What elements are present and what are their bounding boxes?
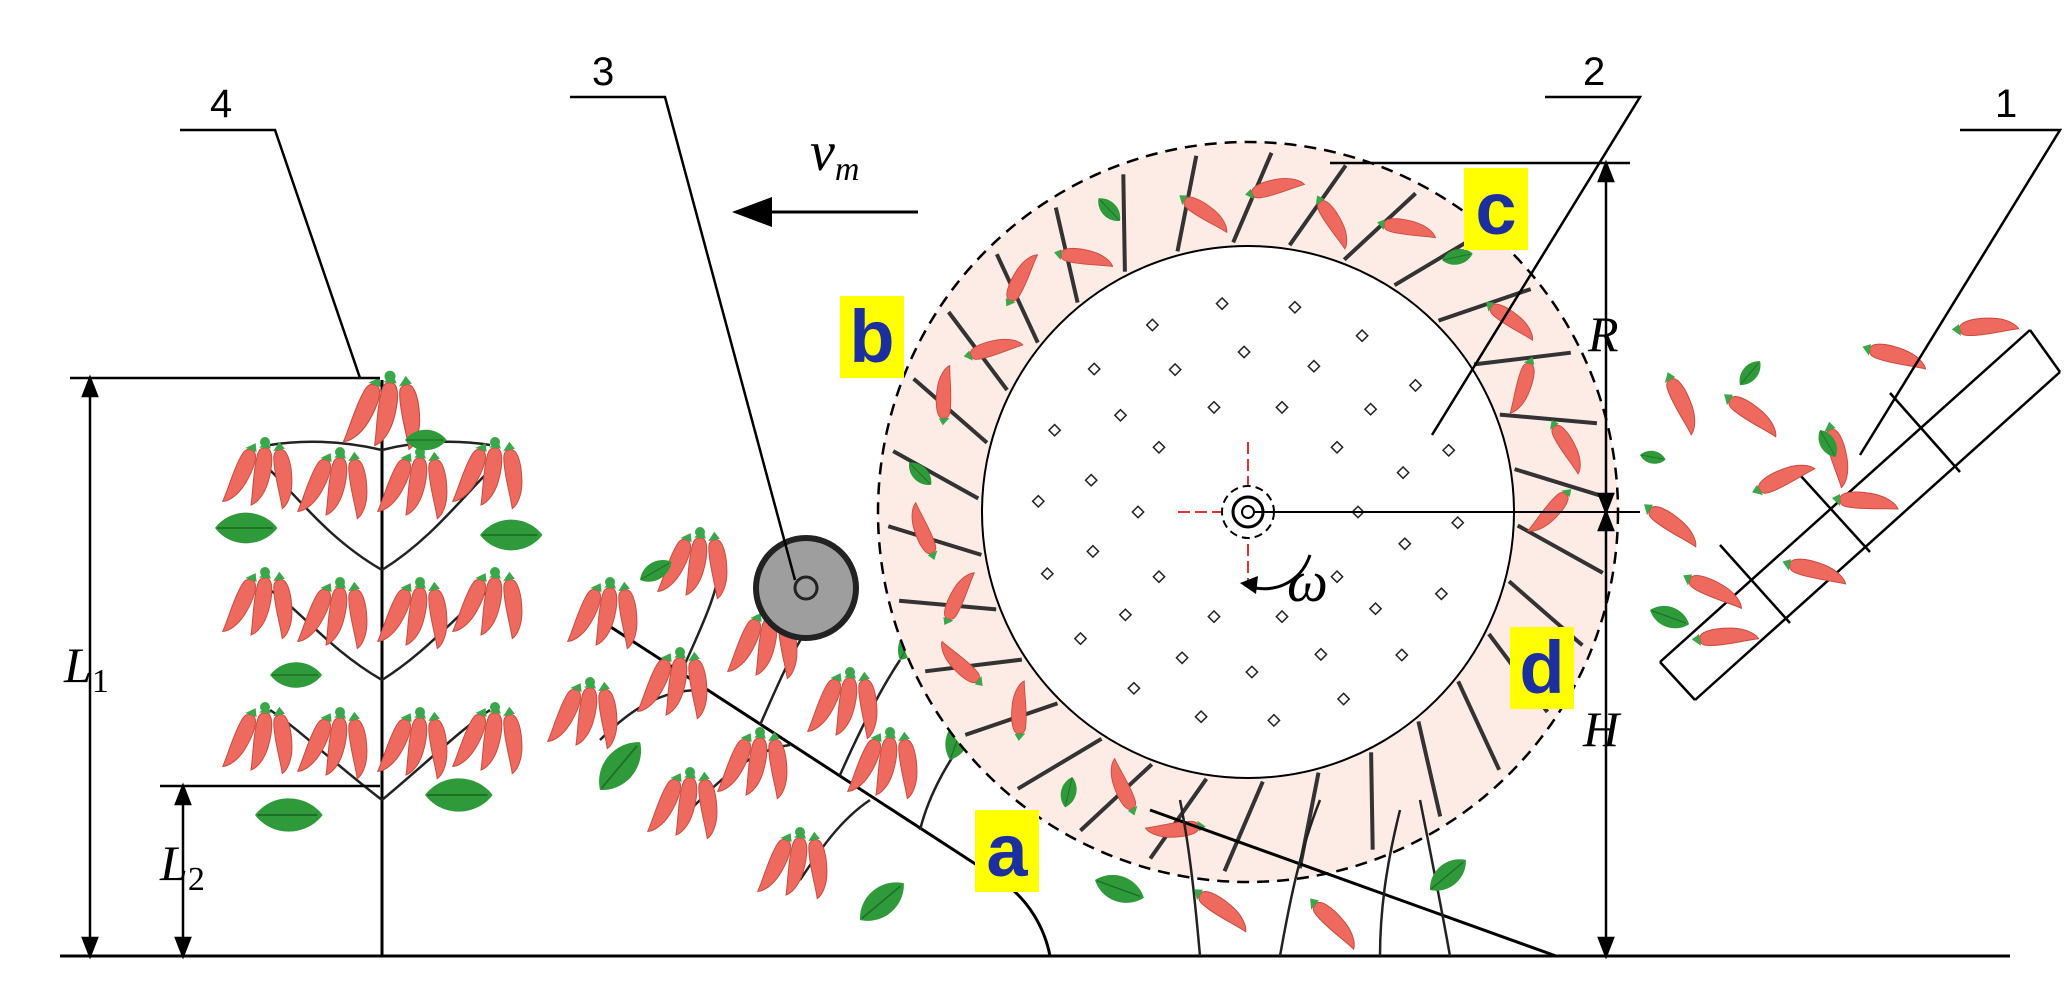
- l1-letter: L: [64, 637, 92, 693]
- picking-finger: [892, 449, 980, 501]
- drum-hole: [1336, 692, 1351, 706]
- lifting-plate: [1149, 808, 1557, 958]
- drum-hole: [1073, 631, 1088, 646]
- height-symbol: H: [1583, 701, 1620, 757]
- pepper-plant-standing: [214, 371, 544, 956]
- drum-hole: [1215, 296, 1229, 311]
- drum-hole: [1395, 648, 1409, 662]
- picking-finger: [1516, 523, 1604, 575]
- region-label-d: d: [1510, 627, 1574, 709]
- picking-finger: [1016, 737, 1103, 791]
- drum-dimensions: [1330, 159, 1630, 960]
- l2-subscript: 2: [187, 861, 205, 898]
- drum-hole: [1207, 400, 1221, 415]
- drum-hole: [1288, 300, 1302, 315]
- drum-hole: [1113, 408, 1128, 423]
- drum-hole: [1267, 713, 1281, 728]
- drum-hole: [1031, 494, 1046, 509]
- drum-hole: [1408, 378, 1423, 393]
- picking-finger: [1342, 191, 1417, 262]
- picking-drum: [876, 140, 1620, 884]
- l2-letter: L: [160, 835, 188, 891]
- part-label-2: 2: [1583, 50, 1606, 94]
- drum-hole: [1207, 609, 1221, 624]
- velocity-subscript: m: [834, 151, 860, 188]
- drum-hole: [1237, 345, 1251, 359]
- drum-hole: [1450, 515, 1465, 530]
- drum-hole: [1152, 440, 1166, 455]
- drum-hole: [1330, 569, 1344, 584]
- drum-hole: [1314, 647, 1328, 662]
- drum-hole: [1355, 328, 1369, 343]
- drum-hole: [1152, 569, 1166, 584]
- drum-hole: [1131, 505, 1145, 519]
- region-label-a: a: [975, 810, 1039, 892]
- leader-lines: [180, 95, 2063, 581]
- drum-hole: [1145, 318, 1160, 332]
- drum-hole: [1127, 681, 1141, 696]
- drum-hole: [1396, 465, 1410, 480]
- drum-hole: [1086, 544, 1100, 559]
- picking-finger: [1499, 412, 1598, 426]
- velocity-letter: v: [810, 121, 835, 183]
- picking-finger: [1416, 720, 1443, 817]
- drum-hole: [1363, 402, 1378, 416]
- picking-finger: [1514, 467, 1609, 500]
- drum-hole: [1441, 443, 1456, 458]
- drum-hole: [1047, 423, 1062, 437]
- region-label-c: c: [1464, 168, 1528, 250]
- drum-hole: [1194, 709, 1208, 724]
- part-label-3: 3: [592, 50, 615, 94]
- drum-hole: [1398, 537, 1412, 551]
- part-label-4: 4: [210, 82, 233, 126]
- omega-symbol: ω: [1287, 549, 1328, 614]
- drum-hole: [1275, 400, 1289, 415]
- picking-finger: [1079, 762, 1154, 833]
- picking-finger: [1369, 752, 1375, 850]
- picking-finger: [887, 524, 982, 557]
- drum-hole: [1087, 362, 1101, 376]
- drum-hole: [1168, 362, 1182, 377]
- velocity-arrow: [732, 197, 918, 227]
- drum-hole: [1275, 609, 1289, 624]
- drum-hole: [1307, 359, 1321, 373]
- drum-hole: [1368, 601, 1383, 616]
- drum-hole: [1175, 651, 1189, 665]
- height-dimensions: [70, 374, 380, 960]
- picking-finger: [1437, 287, 1532, 323]
- picking-finger: [924, 657, 1023, 674]
- drum-hole: [1118, 608, 1133, 622]
- picking-finger: [1473, 350, 1572, 367]
- l1-subscript: 1: [91, 663, 109, 700]
- collected-peppers: [1638, 311, 2020, 651]
- drum-hole: [1351, 505, 1365, 519]
- picking-finger: [1121, 174, 1127, 272]
- velocity-symbol: vm: [810, 120, 859, 189]
- drum-hole: [1040, 566, 1055, 581]
- picking-finger: [1456, 680, 1502, 771]
- radius-symbol: R: [1588, 306, 1619, 362]
- length-symbol-l1: L1: [64, 636, 109, 701]
- drum-hole: [1084, 473, 1098, 487]
- length-symbol-l2: L2: [160, 834, 205, 899]
- drum-hole: [1245, 665, 1259, 679]
- part-label-1: 1: [1995, 82, 2018, 126]
- picking-finger: [1222, 780, 1265, 872]
- pressing-roller: [753, 535, 859, 641]
- drum-hole: [1330, 440, 1344, 455]
- drum-hole: [1434, 587, 1449, 601]
- region-label-b: b: [840, 296, 904, 378]
- collecting-box: [1659, 329, 2062, 701]
